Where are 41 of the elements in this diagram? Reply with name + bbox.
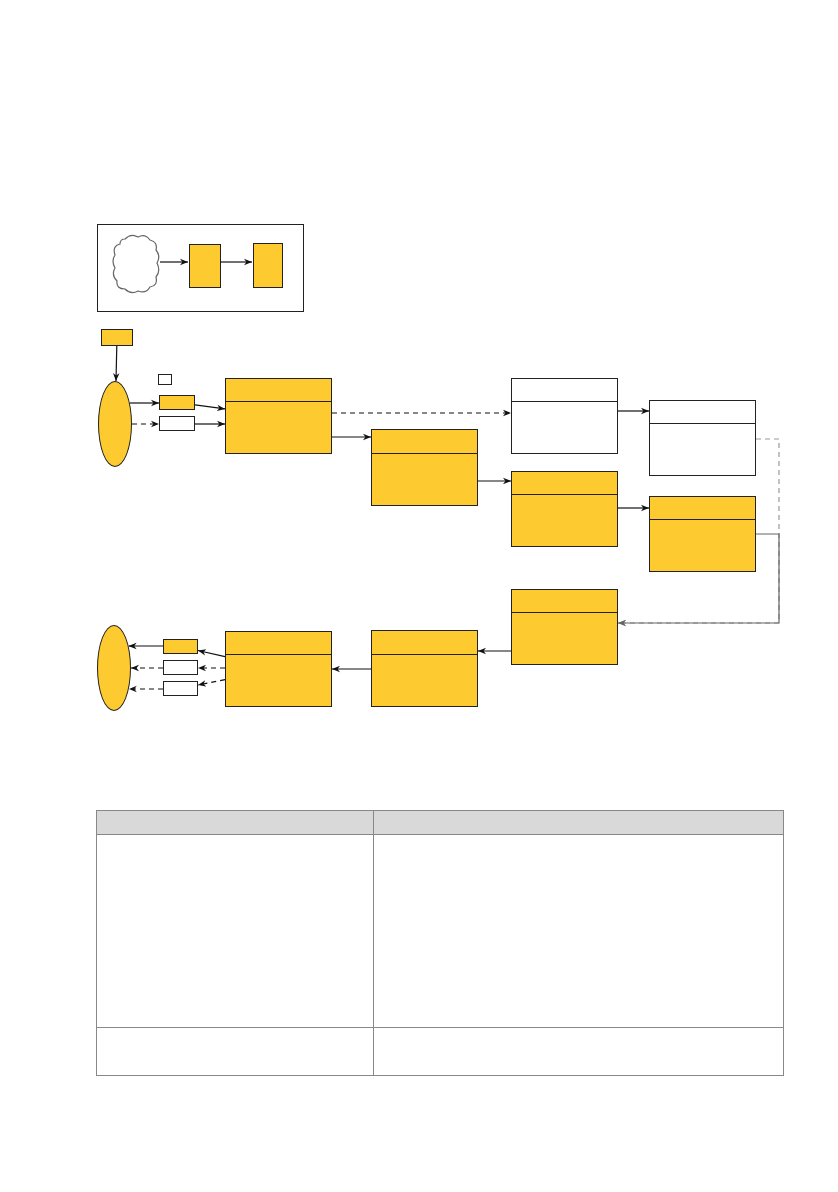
arrow <box>477 647 512 655</box>
arrow <box>197 664 226 672</box>
arrow <box>129 399 160 407</box>
cloud-shape <box>111 233 161 295</box>
arrow <box>197 649 226 658</box>
arrow <box>130 664 164 672</box>
arrow <box>219 258 253 266</box>
small-box <box>163 681 198 696</box>
arrow <box>194 404 226 411</box>
arrow <box>617 533 780 627</box>
small-box <box>158 374 172 385</box>
small-box <box>163 660 198 675</box>
process-box <box>649 400 756 476</box>
arrow <box>159 258 189 266</box>
arrow <box>331 433 372 441</box>
process-box <box>371 429 478 506</box>
small-box <box>101 329 133 346</box>
arrow <box>128 642 164 650</box>
process-box <box>649 496 756 572</box>
arrow <box>331 409 512 417</box>
small-box <box>159 416 195 431</box>
arrow <box>194 420 226 428</box>
frame-box <box>97 224 304 312</box>
process-box <box>511 589 618 665</box>
process-box <box>511 471 618 547</box>
small-box <box>163 639 198 654</box>
process-box <box>225 631 332 707</box>
arrow <box>617 407 650 415</box>
process-box <box>225 378 332 454</box>
small-box <box>159 395 195 410</box>
arrow <box>113 345 120 382</box>
process-box <box>189 244 221 288</box>
arrow <box>131 420 160 428</box>
arrow <box>477 477 512 485</box>
process-box <box>511 378 618 454</box>
arrow <box>197 679 226 687</box>
arrow <box>617 504 650 512</box>
arrow <box>128 685 164 693</box>
process-box <box>253 243 283 288</box>
arrow <box>331 665 372 673</box>
process-box <box>371 630 478 707</box>
